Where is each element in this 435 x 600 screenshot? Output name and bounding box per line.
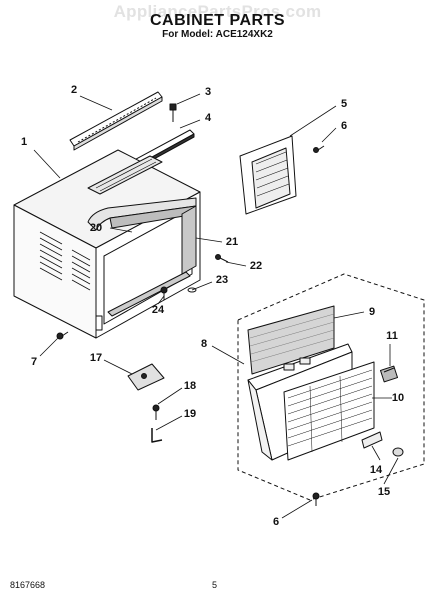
callout-4: 4: [204, 112, 212, 124]
part-louver-panel: [283, 361, 375, 461]
callout-24: 24: [151, 304, 165, 316]
callout-21: 21: [225, 236, 239, 248]
part-l-bracket: [151, 428, 163, 443]
part-mounting-bracket: [127, 363, 165, 391]
callout-20: 20: [89, 222, 103, 234]
callout-19: 19: [183, 408, 197, 420]
callout-10: 10: [391, 392, 405, 404]
callout-7: 7: [30, 356, 38, 368]
part-air-filter: [247, 305, 335, 375]
callout-6-lower: 6: [272, 516, 280, 528]
callout-3: 3: [204, 86, 212, 98]
callout-17: 17: [89, 352, 103, 364]
part-screw-cabinet: [56, 331, 69, 340]
part-screw-grille: [312, 492, 320, 506]
model-subtitle: For Model: ACE124XK2: [162, 29, 273, 40]
page-number: 5: [212, 580, 218, 590]
diagram-title: CABINET PARTS: [149, 12, 286, 29]
part-top-rail: [69, 91, 163, 151]
part-control-knob: [379, 365, 399, 383]
front-assembly-outline: [237, 273, 425, 501]
part-screw-curtain: [313, 145, 325, 153]
part-screw-bracket: [152, 404, 160, 420]
callout-15: 15: [377, 486, 391, 498]
callout-9: 9: [368, 306, 376, 318]
callout-1: 1: [20, 136, 28, 148]
callout-22: 22: [249, 260, 263, 272]
callout-14: 14: [369, 464, 383, 476]
part-cabinet-shell: [13, 149, 201, 339]
part-side-curtain: [239, 135, 297, 215]
callout-2: 2: [70, 84, 78, 96]
callout-8: 8: [200, 338, 208, 350]
callout-18: 18: [183, 380, 197, 392]
part-side-foam: [181, 205, 197, 275]
callout-11: 11: [386, 330, 398, 342]
callout-6-upper: 6: [340, 120, 348, 132]
part-screw-top: [169, 103, 177, 122]
watermark: AppliancePartsPros.com: [113, 2, 322, 21]
part-bracket: [361, 431, 383, 449]
part-small-knob: [392, 447, 404, 457]
part-screw-right: [215, 254, 229, 263]
document-number: 8167668: [10, 580, 46, 590]
callout-23: 23: [215, 274, 229, 286]
callout-5: 5: [340, 98, 348, 110]
